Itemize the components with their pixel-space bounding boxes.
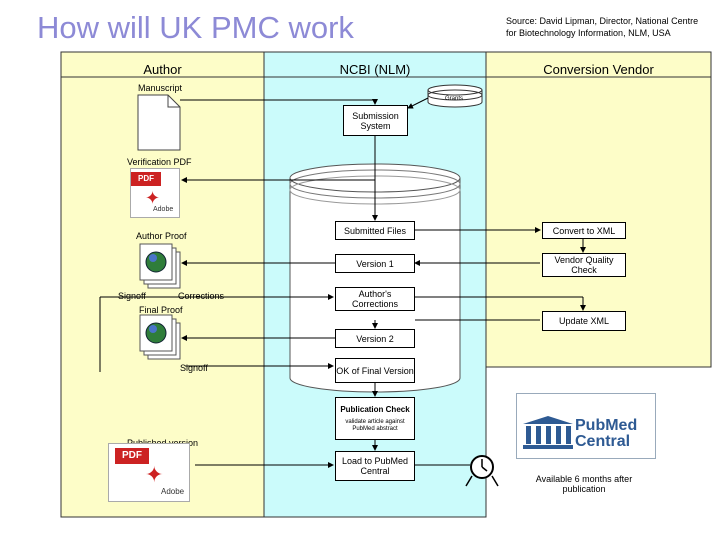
building-icon bbox=[523, 416, 573, 450]
manuscript-label: Manuscript bbox=[138, 83, 183, 93]
verification-pdf-icon: PDF ✦ Adobe bbox=[130, 168, 180, 218]
pdf-badge: PDF bbox=[115, 448, 149, 464]
submission-system-box: Submission System bbox=[343, 105, 408, 136]
version1-box: Version 1 bbox=[335, 254, 415, 273]
version2-box: Version 2 bbox=[335, 329, 415, 348]
page-title: How will UK PMC work bbox=[37, 10, 354, 45]
publication-check-title: Publication Check bbox=[340, 404, 410, 414]
submitted-files-box: Submitted Files bbox=[335, 221, 415, 240]
author-header: Author bbox=[143, 62, 182, 77]
manuscript-page bbox=[137, 94, 181, 151]
grants-cylinder bbox=[427, 84, 483, 108]
authors-corrections-box: Author's Corrections bbox=[335, 287, 415, 311]
update-xml-box: Update XML bbox=[542, 311, 626, 331]
published-pdf-icon: PDF ✦ Adobe bbox=[108, 443, 190, 502]
author-proof-stack bbox=[139, 243, 181, 289]
adobe-symbol-icon: ✦ bbox=[145, 462, 164, 487]
logo-central: Central bbox=[575, 433, 631, 450]
logo-pubmed: PubMed bbox=[575, 417, 638, 434]
load-pmc-box: Load to PubMed Central bbox=[335, 451, 415, 481]
vendor-header: Conversion Vendor bbox=[543, 62, 654, 77]
signoff-label: Signoff bbox=[118, 291, 146, 301]
adobe-text: Adobe bbox=[153, 206, 174, 213]
source-note: Source: David Lipman, Director, National… bbox=[506, 16, 699, 38]
final-proof-label: Final Proof bbox=[139, 305, 183, 315]
adobe-symbol-icon: ✦ bbox=[145, 188, 161, 208]
clock-icon bbox=[465, 455, 499, 487]
corrections-label: Corrections bbox=[178, 291, 225, 301]
ok-final-version-box: OK of Final Version bbox=[335, 358, 415, 383]
available-note: Available 6 months after publication bbox=[535, 474, 633, 494]
ncbi-header: NCBI (NLM) bbox=[339, 62, 411, 77]
publication-check-box: Publication Check validate article again… bbox=[335, 397, 415, 440]
author-proof-label: Author Proof bbox=[136, 231, 187, 241]
publication-check-note: validate article against PubMed abstract bbox=[345, 418, 405, 432]
final-proof-stack bbox=[139, 314, 181, 360]
vendor-qc-box: Vendor Quality Check bbox=[542, 253, 626, 277]
pubmed-central-logo: PubMed Central bbox=[516, 393, 656, 459]
pdf-badge: PDF bbox=[131, 172, 161, 186]
verification-pdf-label: Verification PDF bbox=[127, 157, 192, 167]
convert-xml-box: Convert to XML bbox=[542, 222, 626, 239]
signoff-label-2: Signoff bbox=[180, 363, 208, 373]
grants-label: Grants bbox=[445, 96, 464, 102]
adobe-text: Adobe bbox=[161, 487, 185, 496]
